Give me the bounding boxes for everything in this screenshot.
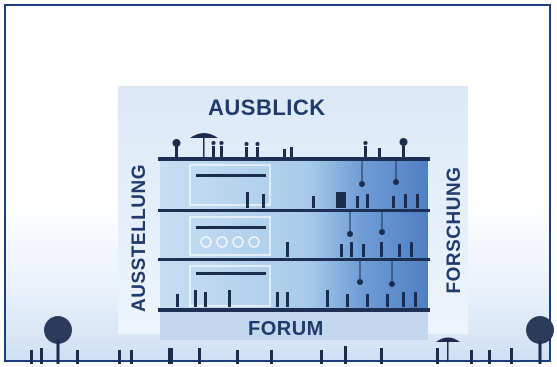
exhibition-shelves <box>196 174 266 275</box>
label-forum: FORUM <box>248 318 324 340</box>
people-silhouettes <box>30 133 513 364</box>
label-ausstellung: AUSSTELLUNG <box>129 164 150 312</box>
label-ausblick: AUSBLICK <box>208 95 326 120</box>
forum-base <box>160 310 428 340</box>
floor-slabs <box>158 157 430 312</box>
hanging-lamps <box>347 161 399 287</box>
building-body <box>160 158 428 310</box>
trees <box>44 316 554 364</box>
label-forschung: FORSCHUNG <box>444 166 465 294</box>
